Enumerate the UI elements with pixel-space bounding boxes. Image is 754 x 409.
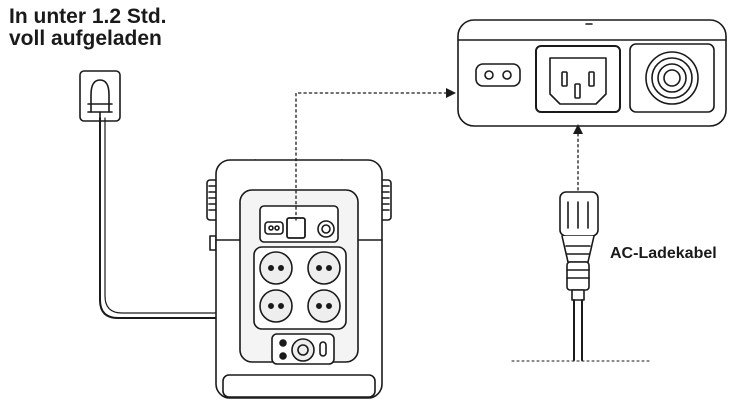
arrow-up-icon (573, 124, 583, 134)
arrow-right-icon (446, 88, 456, 98)
wall-outlet-plug-icon (79, 70, 121, 122)
power-cable (99, 117, 306, 319)
headline: In unter 1.2 Std. voll aufgeladen (9, 6, 167, 50)
power-station-icon (206, 159, 392, 399)
iec-c13-cable-plug-icon (559, 191, 599, 361)
connection-dotted-line (295, 92, 447, 221)
headline-line-2: voll aufgeladen (9, 27, 162, 50)
headline-line-1: In unter 1.2 Std. (9, 5, 167, 28)
ac-input-panel-icon (457, 19, 727, 127)
power-cable-inner (104, 117, 301, 314)
ac-cable-label: AC-Ladekabel (610, 245, 717, 262)
